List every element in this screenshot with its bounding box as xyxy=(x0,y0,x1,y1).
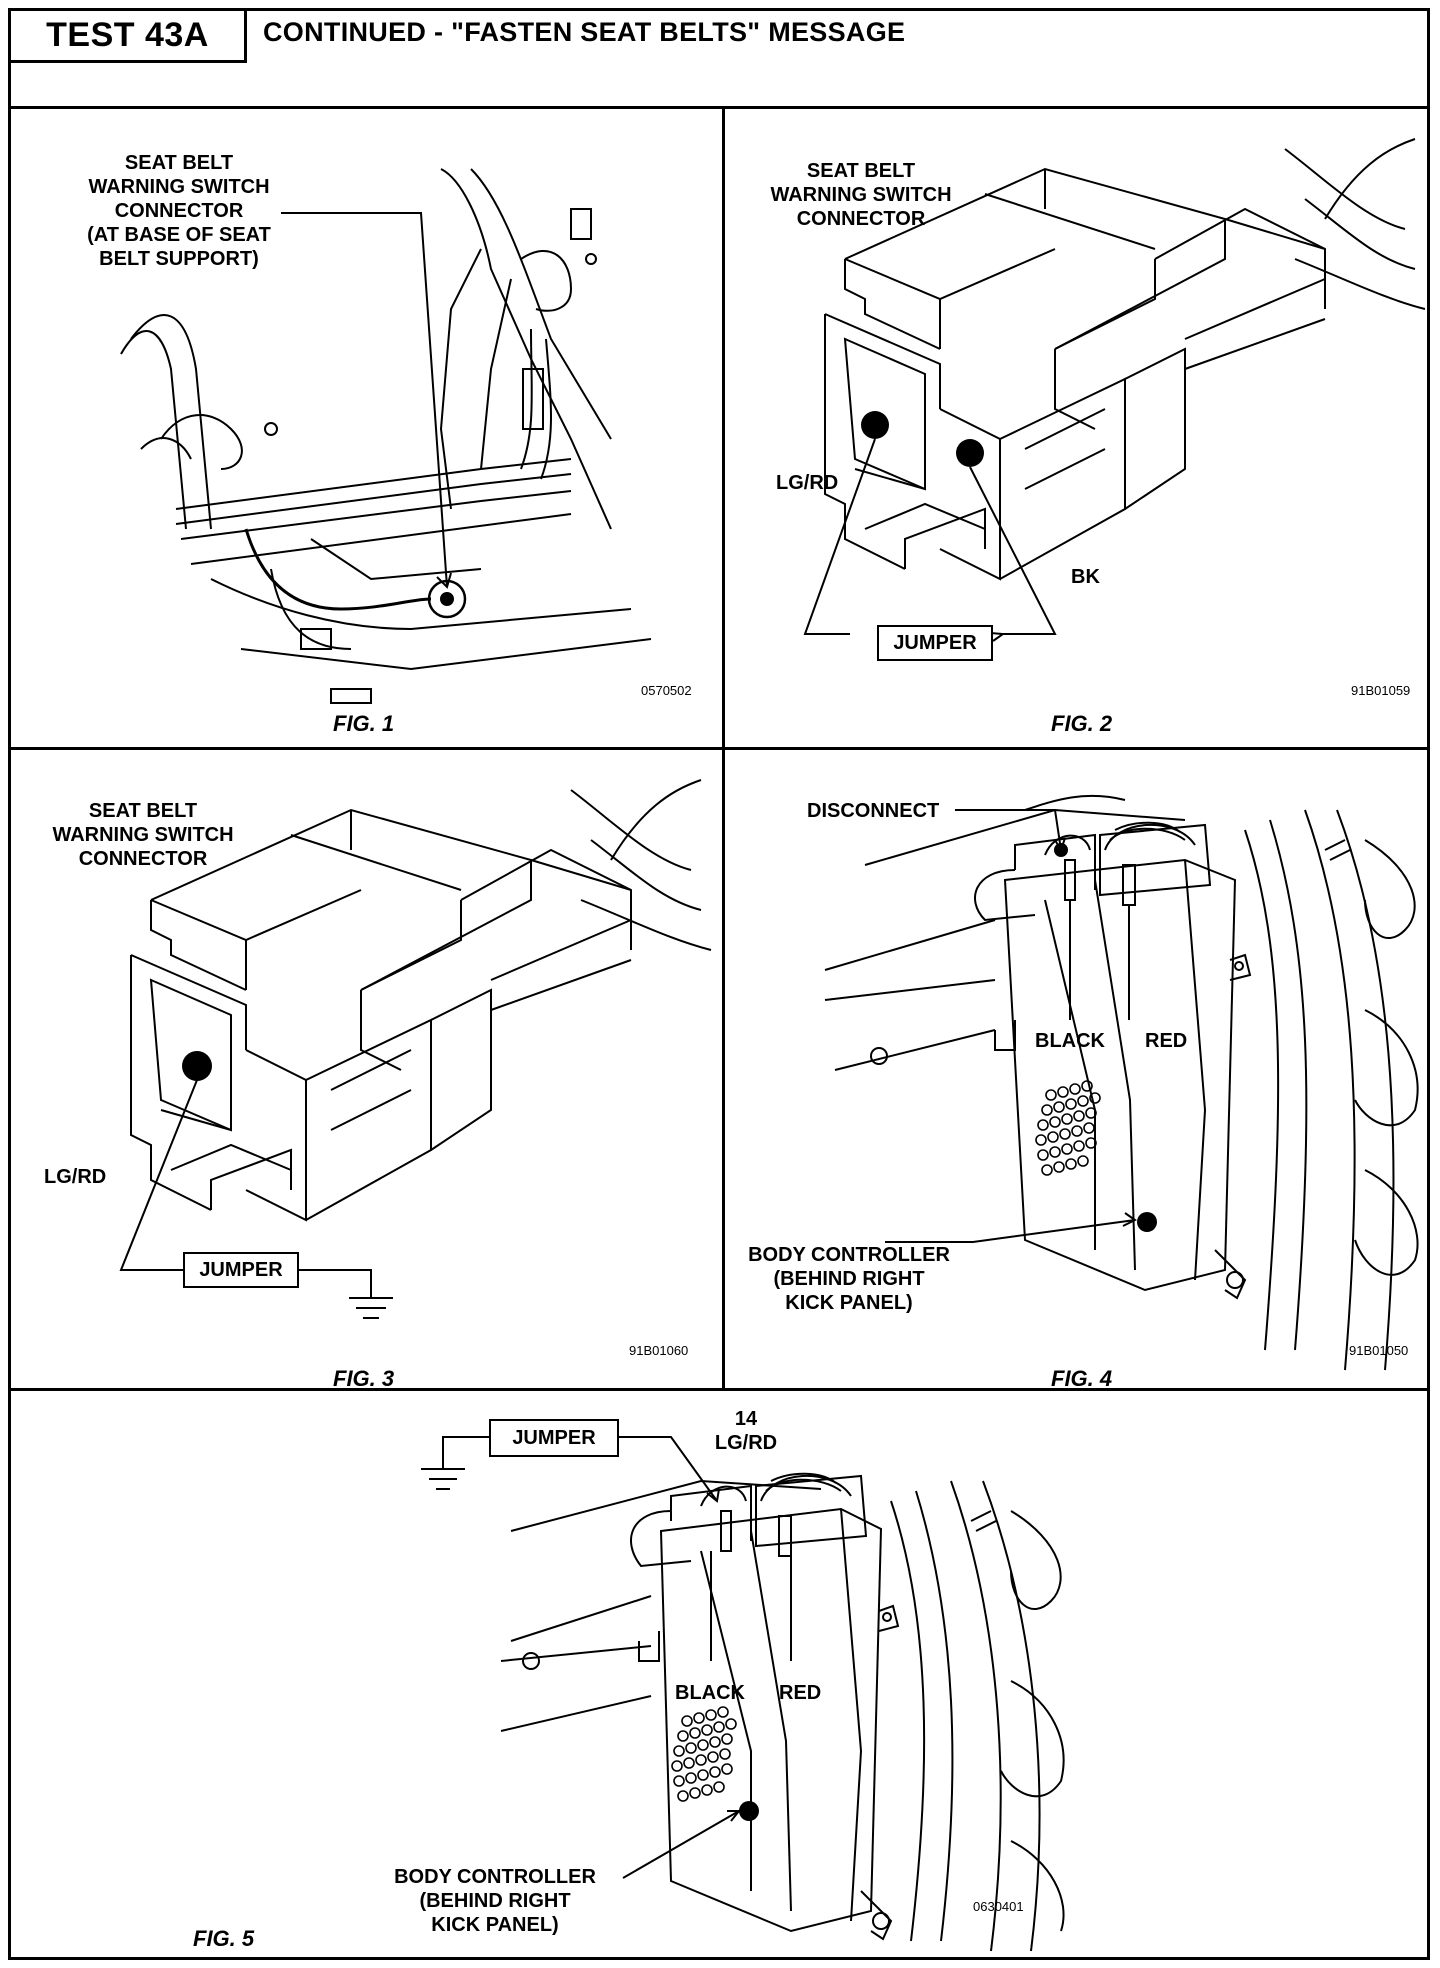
fig5-pin-label: 14 LG/RD xyxy=(714,1408,778,1454)
divider-v-top xyxy=(722,106,725,750)
divider-v-mid xyxy=(722,747,725,1391)
fig4-disconnect-pin xyxy=(1054,843,1068,857)
fig4-red-label: RED xyxy=(1145,1030,1188,1052)
fig4-disconnect-label: DISCONNECT xyxy=(807,800,940,822)
fig4-controller-mark xyxy=(1137,1212,1157,1232)
fig3-pin-lgrd xyxy=(182,1051,212,1081)
fig3-wire-lgrd-label: LG/RD xyxy=(44,1166,107,1188)
fig5-caption: FIG. 5 xyxy=(193,1926,255,1951)
fig3-connector-drawing xyxy=(119,779,712,1319)
test-id: TEST 43A xyxy=(11,11,247,63)
fig5-jumper-box: JUMPER xyxy=(489,1419,619,1457)
divider-h-2 xyxy=(11,1388,1427,1391)
fig4-controller-label: BODY CONTROLLER (BEHIND RIGHT KICK PANEL… xyxy=(748,1244,950,1314)
fig4-black-label: BLACK xyxy=(1035,1030,1105,1052)
fig2-connector-drawing xyxy=(803,138,1426,642)
page-header: TEST 43A CONTINUED - "FASTEN SEAT BELTS"… xyxy=(11,11,1427,109)
fig5-controller-label: BODY CONTROLLER (BEHIND RIGHT KICK PANEL… xyxy=(394,1866,596,1936)
fig2-pin-lgrd xyxy=(861,411,889,439)
fig3-code: 91B01060 xyxy=(629,1343,689,1358)
fig1-vehicle-sill-drawing xyxy=(120,168,652,704)
fig4-caption: FIG. 4 xyxy=(1051,1366,1113,1391)
fig1-caption: FIG. 1 xyxy=(333,711,395,736)
fig5-controller-mark xyxy=(739,1801,759,1821)
fig3-caption: FIG. 3 xyxy=(333,1366,395,1391)
fig3-jumper-box: JUMPER xyxy=(183,1252,299,1288)
fig5-vent-grid xyxy=(671,1706,737,1802)
page-title: CONTINUED - "FASTEN SEAT BELTS" MESSAGE xyxy=(263,17,906,47)
fig4-code: 91B01050 xyxy=(1349,1343,1409,1358)
fig2-wire-lgrd-label: LG/RD xyxy=(776,472,839,494)
fig2-jumper-box: JUMPER xyxy=(877,625,993,661)
fig5-body-controller-drawing xyxy=(421,1436,1065,1952)
fig4-vent-grid xyxy=(1035,1080,1101,1176)
fig4-body-controller-drawing xyxy=(824,794,1419,1371)
fig2-connector-label: SEAT BELT WARNING SWITCH CONNECTOR xyxy=(770,160,952,230)
fig5-red-label: RED xyxy=(779,1682,822,1704)
fig2-caption: FIG. 2 xyxy=(1051,711,1113,736)
fig5-code: 0630401 xyxy=(973,1899,1024,1914)
service-manual-page: TEST 43A CONTINUED - "FASTEN SEAT BELTS"… xyxy=(8,8,1430,1960)
fig1-code: 0570502 xyxy=(641,683,692,698)
fig2-pin-bk xyxy=(956,439,984,467)
fig2-wire-bk-label: BK xyxy=(1071,566,1100,588)
divider-h-1 xyxy=(11,747,1427,750)
fig2-code: 91B01059 xyxy=(1351,683,1411,698)
fig5-black-label: BLACK xyxy=(675,1682,745,1704)
fig3-connector-label: SEAT BELT WARNING SWITCH CONNECTOR xyxy=(52,800,234,870)
fig1-connector-label: SEAT BELT WARNING SWITCH CONNECTOR (AT B… xyxy=(87,152,271,270)
